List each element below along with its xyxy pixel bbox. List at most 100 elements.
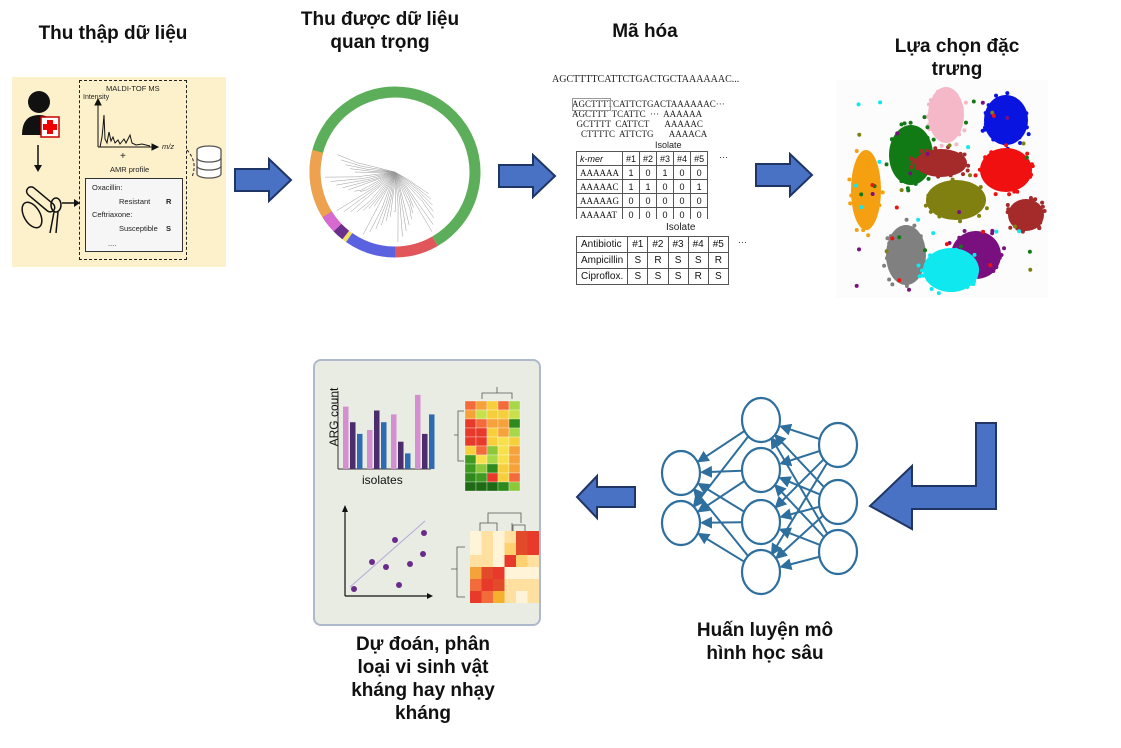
bar-pink — [391, 414, 397, 469]
tsne-point — [978, 185, 983, 190]
tsne-point — [927, 113, 932, 118]
tsne-point — [973, 275, 978, 280]
tsne-point — [957, 235, 962, 240]
arrow-right-1 — [234, 157, 293, 203]
tsne-point — [886, 254, 891, 259]
tsne-point — [925, 125, 930, 130]
tsne-point — [954, 247, 959, 252]
heatmap1-cell — [464, 409, 477, 420]
tsne-cluster — [984, 95, 1028, 145]
bar-blue — [381, 422, 387, 469]
tsne-point — [908, 171, 913, 176]
feature-title-line2: trưng — [931, 59, 983, 80]
heatmap1-cell — [486, 445, 499, 456]
tsne-point — [958, 151, 963, 156]
ab-cell: S — [667, 268, 689, 285]
tsne-point — [990, 231, 995, 236]
tsne-point — [859, 192, 864, 197]
predict-title-line: loại vi sinh vật — [357, 657, 489, 678]
tsne-point — [994, 229, 999, 234]
tsne-point — [990, 110, 995, 115]
tsne-point — [915, 166, 920, 171]
tsne-point — [1036, 224, 1041, 229]
heatmap1-cell — [497, 481, 510, 492]
tsne-point — [1004, 143, 1009, 148]
tsne-point — [977, 167, 982, 172]
tsne-point — [926, 176, 931, 181]
tsne-point — [1024, 111, 1029, 116]
heatmap1-cell — [497, 427, 510, 438]
heatmap2-cell — [504, 579, 516, 591]
tsne-point — [923, 248, 928, 253]
tsne-point — [957, 132, 962, 137]
tsne-point — [1018, 141, 1023, 146]
tsne-point — [912, 223, 917, 228]
tsne-point — [1015, 189, 1020, 194]
tsne-cluster — [1008, 199, 1044, 231]
tsne-point — [963, 100, 968, 105]
tsne-point — [950, 177, 955, 182]
tsne-point — [1012, 189, 1017, 194]
tsne-point — [1027, 249, 1032, 254]
antibiotic-table: Antibiotic #1 #2 #3 #4 #5 Ampicillin S R… — [575, 236, 729, 285]
kmer-table-row: AAAAAC 1 1 0 0 1 — [576, 179, 709, 194]
tsne-cluster — [926, 180, 986, 220]
tsne-point — [926, 102, 931, 107]
tsne-point — [931, 231, 936, 236]
kmer-cell: 1 — [656, 165, 675, 180]
network-node — [817, 478, 859, 526]
tsne-point — [850, 189, 855, 194]
tsne-point — [899, 122, 904, 127]
ab-cell: S — [627, 268, 649, 285]
tsne-point — [1033, 197, 1038, 202]
heatmap1-cell — [508, 436, 521, 447]
tsne-point — [847, 177, 852, 182]
heatmap1-cell — [497, 418, 510, 429]
tsne-point — [991, 269, 996, 274]
heatmap1-cell — [508, 463, 521, 474]
tsne-point — [1012, 224, 1017, 229]
tsne-point — [957, 210, 962, 215]
network-connection — [778, 527, 821, 547]
ab-header-cell: #2 — [647, 236, 669, 253]
network-node — [660, 499, 702, 547]
tsne-point — [906, 188, 911, 193]
tsne-point — [894, 205, 899, 210]
heatmap2-cell — [481, 591, 493, 603]
heatmap2-cell — [504, 555, 516, 567]
tsne-point — [925, 151, 930, 156]
tsne-point — [938, 213, 943, 218]
tsne-point — [857, 132, 862, 137]
heatmap1-cell — [486, 472, 499, 483]
tsne-point — [947, 143, 952, 148]
tree-ring-segment — [309, 86, 481, 247]
step-feature-title: Lựa chọn đặc trưng — [872, 35, 1042, 81]
kmer-line: AGCTTT TCATTC ··· AAAAAA — [572, 109, 703, 119]
tsne-point — [878, 100, 883, 105]
heatmap2-cell — [493, 543, 505, 555]
network-node — [660, 449, 702, 497]
tsne-point — [891, 144, 896, 149]
tsne-point — [980, 128, 985, 133]
kmer-cell: AAAAAG — [576, 193, 623, 208]
ab-cell: S — [687, 252, 709, 269]
tsne-point — [925, 148, 930, 153]
tsne-point — [984, 270, 989, 275]
heatmap1-cell — [497, 463, 510, 474]
spectrum-plot — [94, 97, 160, 151]
kmer-table-header: k-mer #1 #2 #3 #4 #5 — [576, 151, 709, 166]
ab-table-more: ··· — [738, 237, 747, 247]
tsne-point — [936, 174, 941, 179]
heatmap2-cell — [493, 555, 505, 567]
tsne-point — [926, 193, 931, 198]
tsne-point — [857, 247, 862, 252]
tsne-point — [853, 208, 858, 213]
ab-table-row: Ciproflox. S S S R S — [575, 268, 729, 285]
heatmap2-cell — [516, 555, 528, 567]
bar-xlabel: isolates — [362, 473, 403, 487]
tsne-point — [933, 146, 938, 151]
network-connection — [696, 429, 746, 463]
heatmap2-cell — [504, 591, 516, 603]
heatmap2-cell — [470, 543, 482, 555]
scatter-point — [407, 561, 413, 567]
